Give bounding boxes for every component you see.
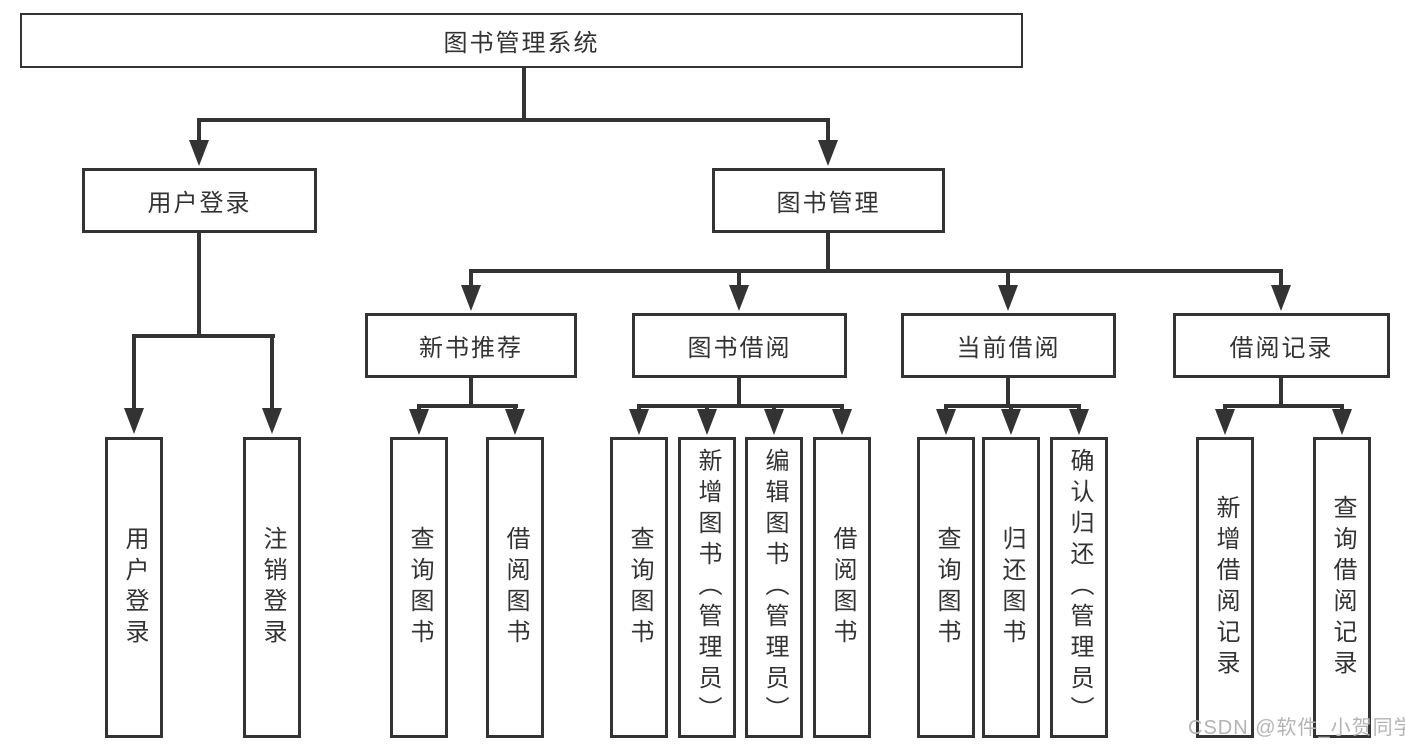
node-book-management: 图书管理 — [712, 168, 945, 233]
connector-group-down — [469, 378, 473, 406]
connector-stub — [1006, 271, 1010, 287]
leaf-label: 查询图书 — [626, 525, 653, 650]
connector-stub — [132, 336, 136, 411]
connector-userlogin-rail — [132, 334, 275, 338]
node-user-login: 用户登录 — [82, 168, 317, 233]
connector-level3-rail — [469, 269, 1283, 273]
leaf-label: 借阅图书 — [829, 525, 856, 650]
arrow-down-icon — [629, 409, 649, 435]
node-current-borrowing: 当前借阅 — [901, 313, 1116, 378]
arrow-down-icon — [764, 409, 784, 435]
arrow-down-icon — [1215, 409, 1235, 435]
leaf-label: 借阅图书 — [502, 525, 529, 650]
node-book-borrowing: 图书借阅 — [632, 313, 847, 378]
connector-group-down — [1279, 378, 1283, 406]
connector-userlogin-down — [197, 233, 201, 337]
leaf-label: 查询图书 — [933, 525, 960, 650]
arrow-down-icon — [998, 285, 1018, 311]
arrow-down-icon — [409, 409, 429, 435]
connector-stub — [737, 271, 741, 287]
node-new-book-recommendation: 新书推荐 — [365, 313, 577, 378]
leaf-label: 新增图书（管理员） — [694, 448, 721, 727]
leaf-label: 注销登录 — [259, 525, 286, 650]
connector-group-rail — [417, 404, 518, 408]
watermark: CSDN @软件_小贺同学 — [1188, 717, 1405, 739]
arrow-down-icon — [124, 408, 144, 434]
arrow-down-icon — [461, 285, 481, 311]
leaf-add-books-admin: 新增图书（管理员） — [678, 437, 736, 738]
connector-stub — [826, 120, 830, 144]
leaf-user-login: 用户登录 — [105, 437, 163, 738]
leaf-label: 归还图书 — [998, 525, 1025, 650]
leaf-query-books-current: 查询图书 — [917, 437, 975, 738]
leaf-query-books-borrow: 查询图书 — [610, 437, 668, 738]
leaf-return-books: 归还图书 — [982, 437, 1040, 738]
arrow-down-icon — [697, 409, 717, 435]
connector-group-rail — [1223, 404, 1344, 408]
arrow-down-icon — [832, 409, 852, 435]
connector-bookmgmt-down — [826, 233, 830, 273]
node-library-system: 图书管理系统 — [20, 13, 1023, 68]
connector-stub — [197, 120, 201, 144]
leaf-query-books-recommend: 查询图书 — [390, 437, 448, 738]
leaf-label: 查询图书 — [406, 525, 433, 650]
arrow-down-icon — [1271, 285, 1291, 311]
arrow-down-icon — [1069, 409, 1089, 435]
leaf-logout: 注销登录 — [243, 437, 301, 738]
arrow-down-icon — [189, 140, 209, 166]
connector-stub — [1279, 271, 1283, 287]
arrow-down-icon — [818, 140, 838, 166]
arrow-down-icon — [936, 409, 956, 435]
connector-root-down — [522, 68, 526, 120]
leaf-edit-books-admin: 编辑图书（管理员） — [745, 437, 803, 738]
leaf-label: 确认归还（管理员） — [1066, 448, 1093, 727]
arrow-down-icon — [1332, 409, 1352, 435]
arrow-down-icon — [729, 285, 749, 311]
leaf-query-borrow-record: 查询借阅记录 — [1313, 437, 1371, 738]
leaf-label: 编辑图书（管理员） — [761, 448, 788, 727]
leaf-label: 查询借阅记录 — [1329, 494, 1356, 681]
node-borrowing-records: 借阅记录 — [1173, 313, 1390, 378]
leaf-add-borrow-record: 新增借阅记录 — [1196, 437, 1254, 738]
leaf-borrow-books: 借阅图书 — [813, 437, 871, 738]
arrow-down-icon — [1001, 409, 1021, 435]
connector-stub — [469, 271, 473, 287]
leaf-confirm-return-admin: 确认归还（管理员） — [1050, 437, 1108, 738]
leaf-borrow-books-recommend: 借阅图书 — [486, 437, 544, 738]
arrow-down-icon — [505, 409, 525, 435]
connector-group-down — [737, 378, 741, 406]
connector-group-rail — [637, 404, 844, 408]
leaf-label: 新增借阅记录 — [1212, 494, 1239, 681]
connector-stub — [270, 336, 274, 411]
leaf-label: 用户登录 — [121, 525, 148, 650]
connector-level2-rail — [197, 118, 830, 122]
connector-group-down — [1006, 378, 1010, 406]
arrow-down-icon — [262, 408, 282, 434]
